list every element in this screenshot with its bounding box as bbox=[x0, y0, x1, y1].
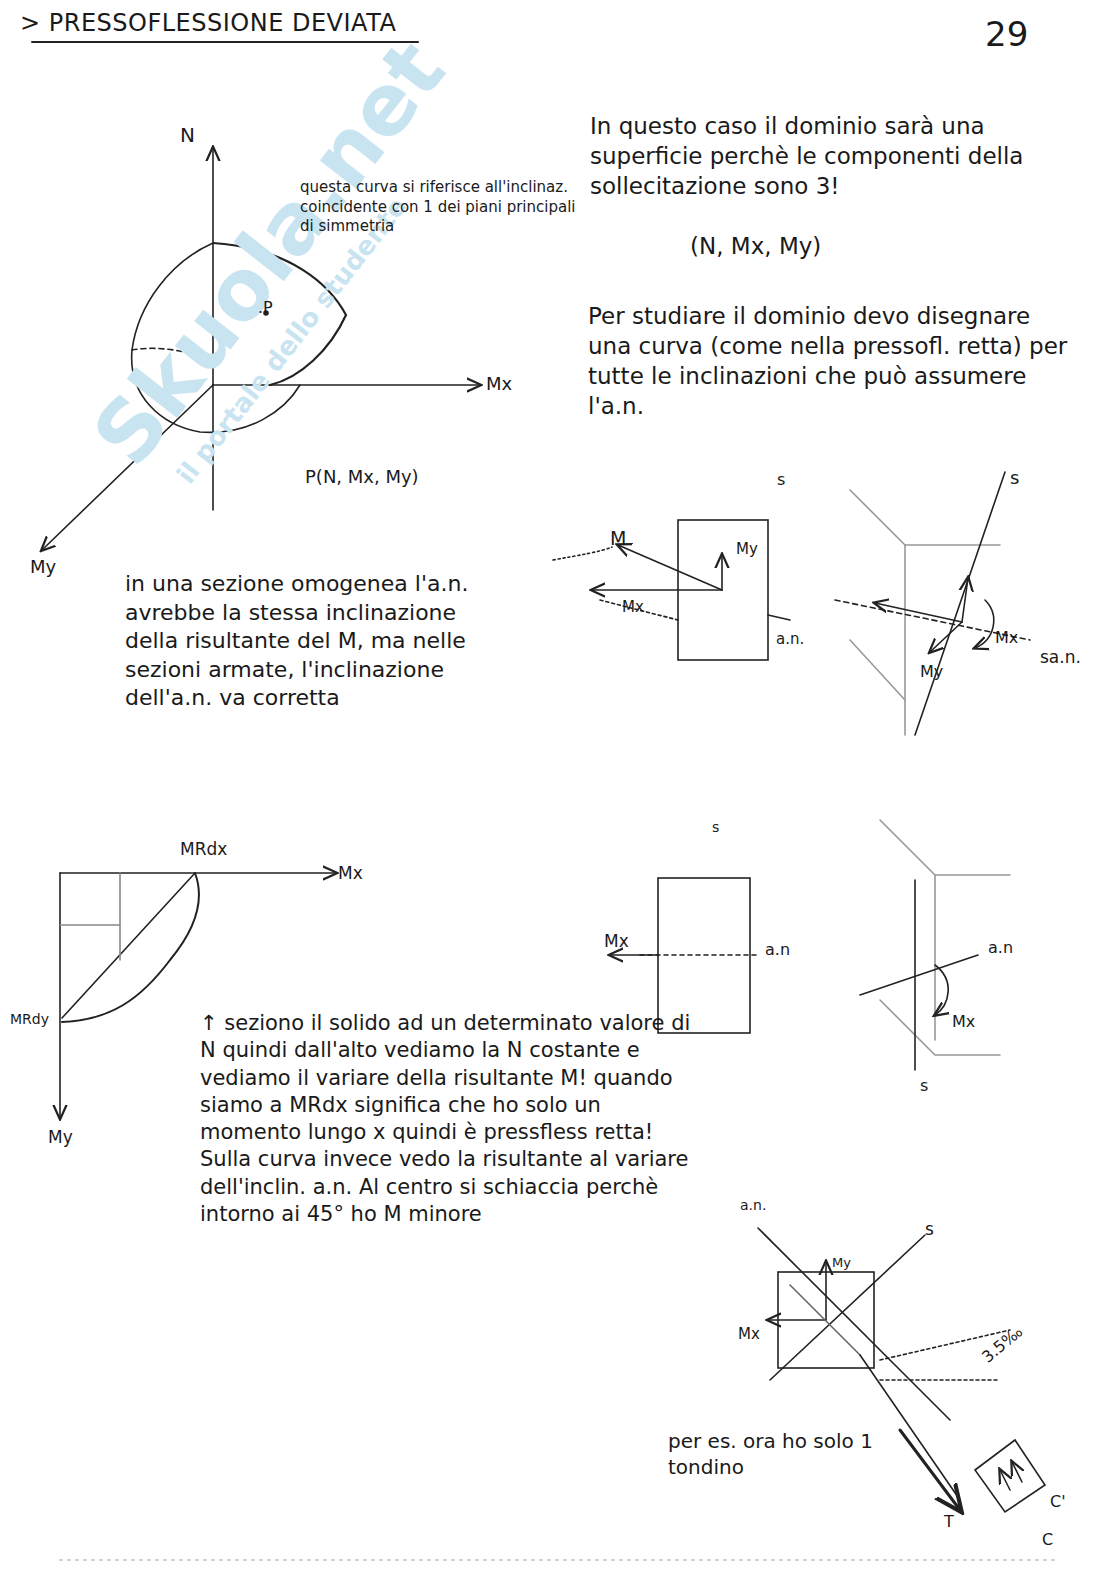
vector-label: My bbox=[832, 1255, 851, 1272]
watermark: Skuola.net bbox=[70, 20, 469, 488]
vector-label: M bbox=[610, 526, 626, 551]
axis-label: MRdx bbox=[180, 838, 227, 860]
point-label: P(N, Mx, My) bbox=[305, 465, 419, 488]
vector-label: Mx bbox=[995, 628, 1018, 649]
axis-label: s bbox=[925, 1218, 934, 1240]
page-number: 29 bbox=[985, 12, 1028, 56]
vector-label: Mx bbox=[738, 1325, 760, 1345]
axis-label: s bbox=[712, 818, 719, 836]
vector-label: My bbox=[920, 662, 943, 683]
point-label: .P bbox=[258, 298, 273, 319]
force-label: C bbox=[1042, 1530, 1053, 1551]
force-label: C' bbox=[1050, 1492, 1066, 1513]
vector-label: My bbox=[736, 540, 758, 560]
note-text: (N, Mx, My) bbox=[690, 232, 821, 262]
axis-label: a.n bbox=[988, 938, 1013, 959]
axis-label: My bbox=[48, 1126, 73, 1148]
note-text: in una sezione omogenea l'a.n. avrebbe l… bbox=[125, 570, 505, 713]
axis-label: My bbox=[30, 555, 56, 578]
strain-label: 3.5‰ bbox=[978, 1322, 1027, 1368]
curve-note: questa curva si riferisce all'inclinaz. … bbox=[300, 178, 580, 237]
force-label: T bbox=[944, 1512, 954, 1533]
axis-label: a.n. bbox=[776, 630, 804, 650]
vector-label: Mx bbox=[952, 1012, 975, 1033]
vector-label: Mx bbox=[622, 598, 644, 618]
note-text: In questo caso il dominio sarà una super… bbox=[590, 112, 1080, 202]
note-text: ↑ seziono il solido ad un determinato va… bbox=[200, 1010, 700, 1228]
axis-label: Mx bbox=[486, 372, 512, 395]
axis-label: s bbox=[1010, 466, 1019, 489]
axis-label: s bbox=[920, 1076, 928, 1097]
axis-label: sa.n. bbox=[1040, 646, 1081, 668]
axis-label: s bbox=[777, 470, 785, 491]
axis-label: Mx bbox=[338, 862, 363, 884]
page-title: > PRESSOFLESSIONE DEVIATA bbox=[20, 8, 396, 39]
note-text: Per studiare il dominio devo disegnare u… bbox=[588, 302, 1078, 422]
vector-label: Mx bbox=[604, 930, 629, 952]
axis-label: N bbox=[180, 122, 195, 148]
note-text: per es. ora ho solo 1 tondino bbox=[668, 1428, 898, 1480]
axis-label: a.n bbox=[765, 940, 790, 961]
axis-label: a.n. bbox=[740, 1196, 766, 1214]
axis-label: MRdy bbox=[10, 1010, 49, 1028]
